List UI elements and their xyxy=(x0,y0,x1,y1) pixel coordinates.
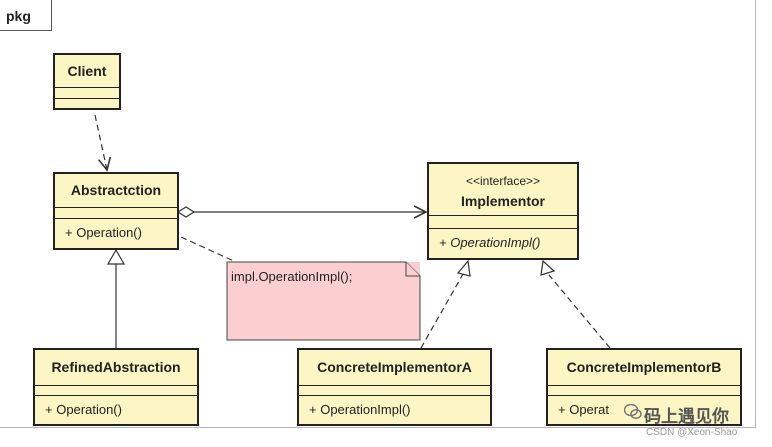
class-name: Abstractction xyxy=(55,174,177,208)
class-attributes xyxy=(299,386,490,396)
note-text: impl.OperationImpl(); xyxy=(231,269,353,284)
class-stereotype: <<interface>> xyxy=(465,174,541,188)
class-implementor[interactable]: <<interface>> Implementor + OperationImp… xyxy=(427,162,579,260)
class-operations: + Operat xyxy=(558,402,609,417)
class-attributes xyxy=(429,216,577,229)
class-operations: + Operation() xyxy=(45,402,122,417)
class-title: Implementor xyxy=(460,193,545,209)
note[interactable]: impl.OperationImpl(); xyxy=(227,262,420,340)
class-operations: + OperationImpl() xyxy=(439,235,541,250)
class-attributes xyxy=(55,88,119,99)
watermark-text: 码上遇见你 xyxy=(644,407,729,426)
class-name: ConcreteImplementorB xyxy=(548,350,740,386)
note-connector-line xyxy=(171,232,237,263)
package-label: pkg xyxy=(6,8,31,24)
realization-line-b xyxy=(548,274,611,349)
generalization-triangle-refined xyxy=(106,248,126,265)
realization-triangle-a xyxy=(456,259,471,277)
realization-line-a xyxy=(420,273,464,349)
class-operations: + OperationImpl() xyxy=(309,402,411,417)
class-concrete-implementor-b[interactable]: ConcreteImplementorB + Operat xyxy=(546,348,742,426)
class-refined-abstraction[interactable]: RefinedAbstraction + Operation() xyxy=(33,348,199,426)
class-operations: + Operation() xyxy=(65,225,142,240)
class-concrete-implementor-a[interactable]: ConcreteImplementorA + OperationImpl() xyxy=(297,348,492,426)
package-tab: pkg xyxy=(0,0,52,31)
class-name: <<interface>> Implementor xyxy=(429,164,577,216)
class-name: Client xyxy=(55,55,119,88)
class-attributes xyxy=(55,208,177,219)
package-frame xyxy=(0,0,756,428)
class-abstraction[interactable]: Abstractction + Operation() xyxy=(53,172,179,250)
wechat-icon xyxy=(624,404,642,420)
class-client[interactable]: Client xyxy=(53,53,121,110)
class-attributes xyxy=(35,386,197,396)
class-name: RefinedAbstraction xyxy=(35,350,197,386)
class-attributes xyxy=(548,386,740,396)
class-name: ConcreteImplementorA xyxy=(299,350,490,386)
watermark-subtext: CSDN @Xeon-Shao xyxy=(646,427,738,438)
realization-triangle-b xyxy=(540,259,556,276)
